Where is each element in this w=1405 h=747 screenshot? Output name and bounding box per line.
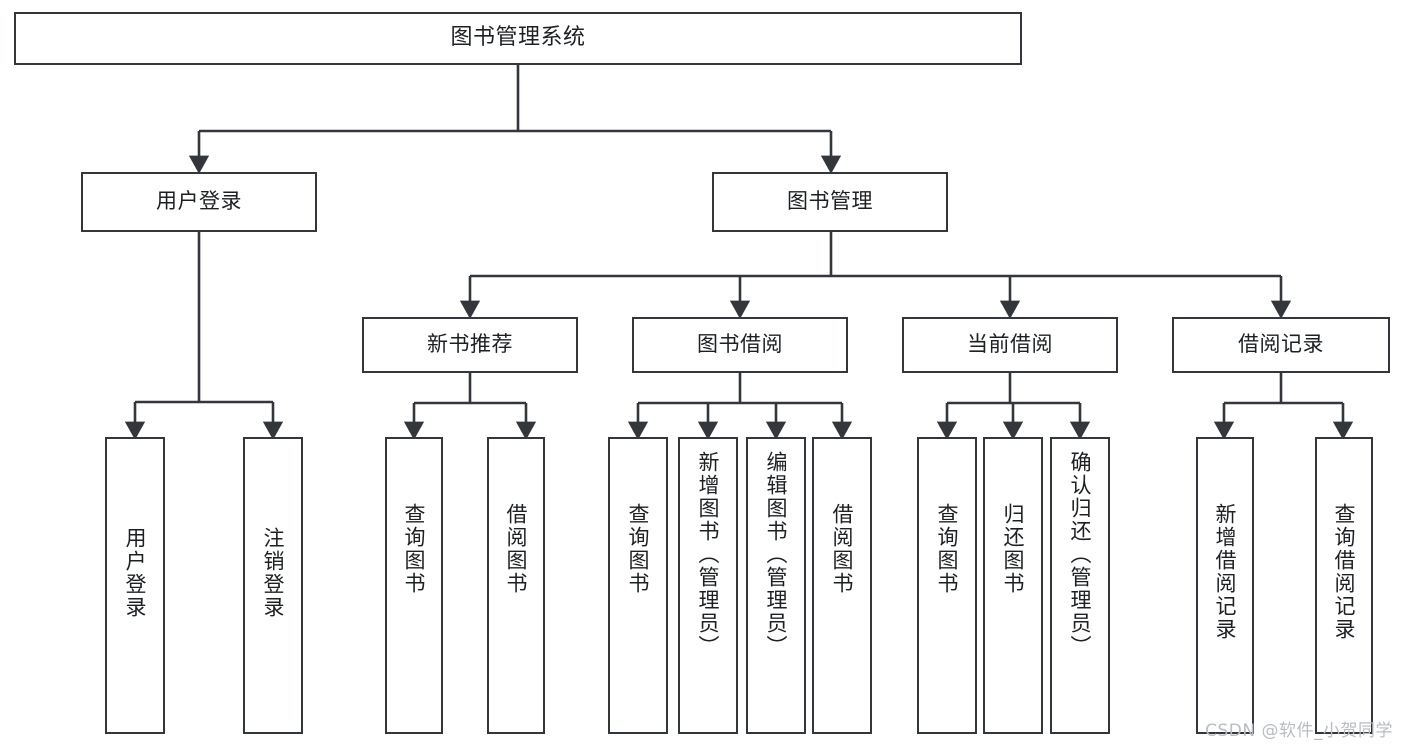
leaf-user-login-signin-label: 用户登录 bbox=[123, 527, 148, 619]
node-book-borrow-label: 图书借阅 bbox=[697, 332, 783, 357]
leaf-current-query-book[interactable]: 查询图书 bbox=[917, 437, 977, 734]
leaf-record-add-record[interactable]: 新增借阅记录 bbox=[1196, 437, 1254, 734]
leaf-borrow-add-book-label: 新增图书（管理员） bbox=[696, 451, 721, 658]
node-book-management-label: 图书管理 bbox=[787, 189, 873, 214]
leaf-current-confirm-return[interactable]: 确认归还（管理员） bbox=[1050, 437, 1110, 734]
leaf-user-login-signin[interactable]: 用户登录 bbox=[105, 437, 165, 734]
leaf-user-login-signout[interactable]: 注销登录 bbox=[243, 437, 303, 734]
leaf-record-query-record[interactable]: 查询借阅记录 bbox=[1315, 437, 1373, 734]
leaf-borrow-query-book-label: 查询图书 bbox=[626, 503, 651, 595]
leaf-current-return-book-label: 归还图书 bbox=[1001, 503, 1026, 595]
node-current-borrow-label: 当前借阅 bbox=[967, 332, 1053, 357]
leaf-current-query-book-label: 查询图书 bbox=[935, 503, 960, 595]
leaf-recommend-query-book-label: 查询图书 bbox=[402, 503, 427, 595]
leaf-borrow-add-book[interactable]: 新增图书（管理员） bbox=[678, 437, 738, 734]
leaf-record-add-record-label: 新增借阅记录 bbox=[1213, 503, 1238, 641]
leaf-user-login-signout-label: 注销登录 bbox=[261, 527, 286, 619]
node-current-borrow[interactable]: 当前借阅 bbox=[902, 317, 1118, 373]
leaf-borrow-query-book[interactable]: 查询图书 bbox=[608, 437, 668, 734]
leaf-record-query-record-label: 查询借阅记录 bbox=[1332, 503, 1357, 641]
node-user-login-label: 用户登录 bbox=[156, 189, 242, 214]
node-book-borrow[interactable]: 图书借阅 bbox=[632, 317, 848, 373]
leaf-recommend-borrow-book-label: 借阅图书 bbox=[504, 503, 529, 595]
leaf-borrow-borrow-book-label: 借阅图书 bbox=[830, 503, 855, 595]
leaf-borrow-edit-book[interactable]: 编辑图书（管理员） bbox=[746, 437, 806, 734]
leaf-borrow-edit-book-label: 编辑图书（管理员） bbox=[764, 451, 789, 658]
node-new-book-recommend-label: 新书推荐 bbox=[427, 332, 513, 357]
node-user-login[interactable]: 用户登录 bbox=[81, 172, 317, 232]
leaf-recommend-borrow-book[interactable]: 借阅图书 bbox=[487, 437, 545, 734]
leaf-current-confirm-return-label: 确认归还（管理员） bbox=[1068, 451, 1093, 658]
leaf-current-return-book[interactable]: 归还图书 bbox=[983, 437, 1043, 734]
node-borrow-record[interactable]: 借阅记录 bbox=[1172, 317, 1390, 373]
csdn-watermark: CSDN @软件_小贺同学 bbox=[1205, 721, 1393, 741]
node-root-system[interactable]: 图书管理系统 bbox=[14, 12, 1022, 65]
node-borrow-record-label: 借阅记录 bbox=[1238, 332, 1324, 357]
leaf-borrow-borrow-book[interactable]: 借阅图书 bbox=[812, 437, 872, 734]
node-book-management[interactable]: 图书管理 bbox=[712, 172, 948, 232]
leaf-recommend-query-book[interactable]: 查询图书 bbox=[385, 437, 443, 734]
node-new-book-recommend[interactable]: 新书推荐 bbox=[362, 317, 578, 373]
node-root-label: 图书管理系统 bbox=[450, 25, 586, 51]
